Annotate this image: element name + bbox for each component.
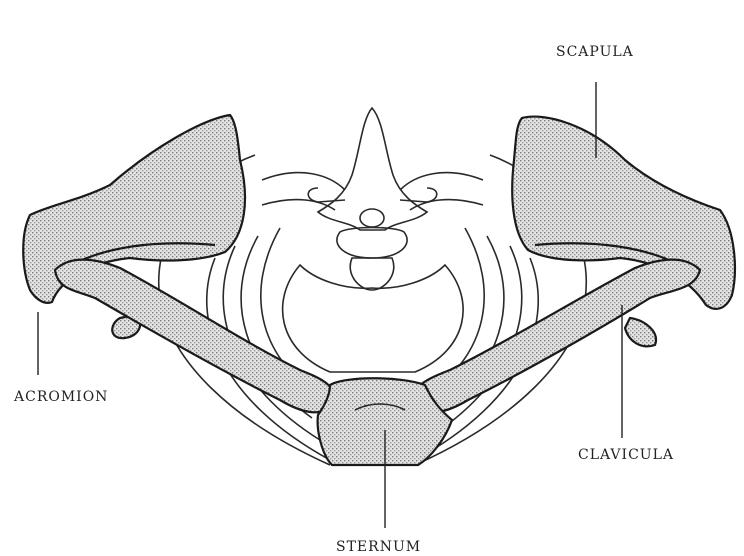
sternum-label: STERNUM (336, 539, 421, 555)
spinal-canal (360, 209, 384, 227)
right-clavicle (413, 260, 700, 413)
scapula-label: SCAPULA (556, 44, 634, 60)
spinous-process (318, 108, 427, 230)
thoracic-cavity (283, 265, 464, 372)
rib-upper-right (400, 173, 483, 190)
right-coracoid (625, 318, 656, 346)
acromion-label: ACROMION (13, 389, 108, 405)
vertebra (308, 108, 437, 290)
rib-upper-left (262, 173, 345, 190)
clavicula-label: CLAVICULA (578, 447, 674, 463)
vertebral-body (350, 258, 394, 290)
vertebral-arch (337, 228, 407, 259)
